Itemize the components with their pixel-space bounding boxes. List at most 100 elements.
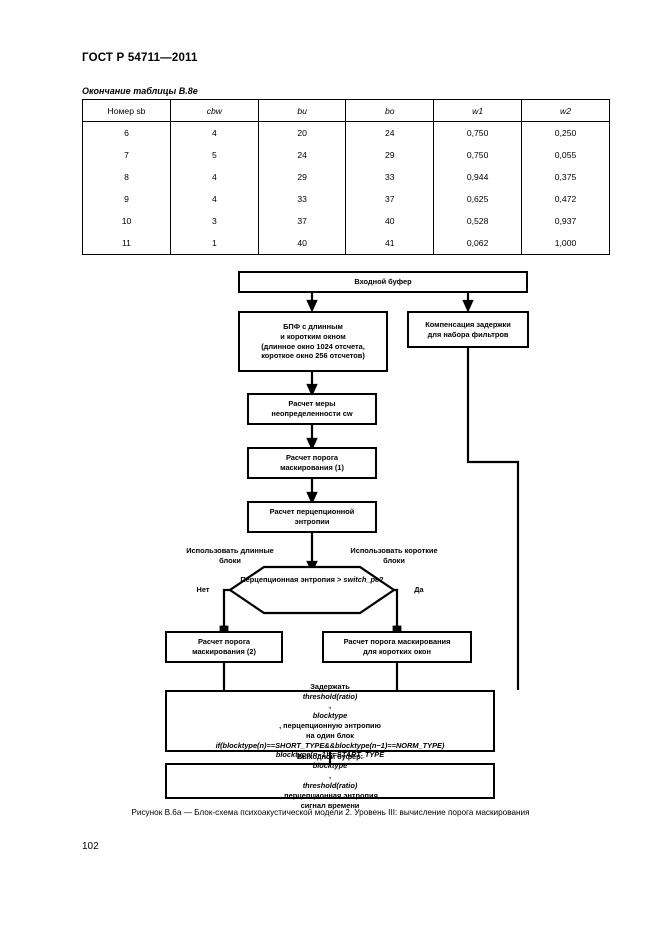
cell-w2: 0,250 xyxy=(521,121,610,144)
label-use-long-blocks: Использовать длинные блоки xyxy=(184,546,276,565)
flow-box-fft: БПФ с длинным и коротким окном (длинное … xyxy=(238,311,388,372)
delay-compensation-line-2: для набора фильтров xyxy=(427,329,509,339)
cell-w1: 0,062 xyxy=(433,232,523,255)
perceptual-entropy-line-2: энтропии xyxy=(294,517,330,526)
cell-w1: 0,750 xyxy=(433,144,523,166)
fft-line-3: (длинное окно 1024 отсчета, xyxy=(261,341,365,351)
cell-bu: 33 xyxy=(257,188,347,210)
table-row: 6 4 20 24 0,750 0,250 xyxy=(82,121,610,144)
cell-sb: 11 xyxy=(82,232,171,255)
cell-cbw: 5 xyxy=(169,144,259,166)
cell-bo: 37 xyxy=(345,188,435,210)
label-branch-no: Нет xyxy=(196,585,210,594)
output-buffer-line-1-e: , перцепционная энтропия, xyxy=(280,790,380,800)
cell-w2: 0,055 xyxy=(521,144,610,166)
values-table: Номер sb cbw bu bo w1 w2 6 4 20 24 0,750… xyxy=(82,99,610,255)
page-number: 102 xyxy=(82,841,99,852)
use-long-blocks-line-1: Использовать xyxy=(186,546,239,555)
output-buffer-line-1-c: , xyxy=(328,771,332,781)
delay-block-line-1-e: , перцепционную энтропию xyxy=(279,721,381,730)
flow-box-perceptual-entropy: Расчет перцепционной энтропии xyxy=(247,501,377,533)
flow-box-masking-threshold-2: Расчет порога маскирования (2) xyxy=(165,631,283,663)
fft-line-4: короткое окно 256 отсчетов) xyxy=(261,351,365,361)
output-buffer-line-2: сигнал времени xyxy=(300,800,360,810)
flow-box-output-buffer: Выходной буфер: blocktype, threshold(rat… xyxy=(165,752,495,810)
decision-variable: switch_pe xyxy=(343,575,380,584)
cell-bu: 29 xyxy=(257,166,347,188)
perceptual-entropy-line-1: Расчет перцепционной xyxy=(269,507,355,517)
flow-box-unpredictability: Расчет меры неопределенности cw xyxy=(247,393,377,425)
cell-w2: 1,000 xyxy=(521,232,610,255)
cell-cbw: 3 xyxy=(169,210,259,232)
decision-diamond-text: Перцепционная энтропия > switch_pe? xyxy=(240,575,384,585)
output-buffer-line-1-a: Выходной буфер: xyxy=(296,751,364,761)
cell-bu: 24 xyxy=(257,144,347,166)
table-row: 8 4 29 33 0,944 0,375 xyxy=(82,166,610,188)
masking-threshold-2-line-2: маскирования (2) xyxy=(192,647,256,656)
decision-line-1: Перцепционная xyxy=(240,575,299,584)
delay-block-threshold-var: threshold(ratio) xyxy=(302,691,358,701)
delay-block-line-2: на один блок xyxy=(306,730,354,740)
output-buffer-threshold-var: threshold(ratio) xyxy=(302,781,358,790)
use-short-blocks-line-2: короткие блоки xyxy=(383,546,438,565)
decision-line-2-prefix: энтропия > xyxy=(300,575,344,584)
unpredictability-line-1: Расчет меры xyxy=(288,399,336,409)
flow-box-masking-threshold-1: Расчет порога маскирования (1) xyxy=(247,447,377,479)
flow-box-delay-compensation: Компенсация задержки для набора фильтров xyxy=(407,311,529,348)
cell-w1: 0,944 xyxy=(433,166,523,188)
table-caption: Окончание таблицы В.8е xyxy=(82,86,198,96)
cell-w2: 0,472 xyxy=(521,188,610,210)
column-header-cbw: cbw xyxy=(169,99,259,122)
decision-line-2: энтропия > switch_pe? xyxy=(300,575,383,584)
use-long-blocks-line-2: длинные блоки xyxy=(219,546,274,565)
cell-bo: 41 xyxy=(345,232,435,255)
unpredictability-line-2: неопределенности cw xyxy=(271,409,353,418)
cell-w2: 0,375 xyxy=(521,166,610,188)
standard-header: ГОСТ Р 54711—2011 xyxy=(82,52,198,64)
cell-w1: 0,528 xyxy=(433,210,523,232)
masking-threshold-1-line-2: маскирования (1) xyxy=(280,463,344,472)
cell-bu: 40 xyxy=(257,232,347,255)
column-header-sb: Номер sb xyxy=(82,99,171,122)
column-header-bo: bo xyxy=(345,99,435,122)
table-header-row: Номер sb cbw bu bo w1 w2 xyxy=(82,99,610,122)
figure-caption: Рисунок В.6а — Блок-схема психоакустичес… xyxy=(131,808,530,817)
delay-block-line-1: Задержать threshold(ratio), blocktype, п… xyxy=(279,682,381,731)
delay-block-line-1-a: Задержать xyxy=(310,681,350,691)
output-buffer-blocktype-var: blocktype xyxy=(312,761,348,771)
cell-sb: 10 xyxy=(82,210,171,232)
masking-short-line-2: для коротких окон xyxy=(363,647,431,656)
cell-bo: 40 xyxy=(345,210,435,232)
column-header-bu: bu xyxy=(257,99,347,122)
cell-cbw: 4 xyxy=(169,166,259,188)
masking-threshold-1-line-1: Расчет порога xyxy=(285,453,339,463)
cell-cbw: 4 xyxy=(169,121,259,144)
flow-box-delay-one-block: Задержать threshold(ratio), blocktype, п… xyxy=(165,682,495,759)
flow-box-masking-short-windows: Расчет порога маскирования для коротких … xyxy=(322,631,472,663)
cell-bo: 29 xyxy=(345,144,435,166)
cell-w1: 0,750 xyxy=(433,121,523,144)
masking-threshold-2-line-1: Расчет порога xyxy=(197,637,251,647)
masking-short-line-1: Расчет порога маскирования xyxy=(343,637,451,647)
delay-compensation-line-1: Компенсация задержки xyxy=(425,319,511,329)
cell-w1: 0,625 xyxy=(433,188,523,210)
cell-cbw: 1 xyxy=(169,232,259,255)
cell-bo: 24 xyxy=(345,121,435,144)
fft-line-2: и коротким окном xyxy=(280,331,346,341)
delay-block-assignment: blocktype(n−1)==START_TYPE xyxy=(275,750,385,760)
table-row: 11 1 40 41 0,062 1,000 xyxy=(82,232,610,255)
cell-w2: 0,937 xyxy=(521,210,610,232)
table-row: 7 5 24 29 0,750 0,055 xyxy=(82,144,610,166)
cell-bo: 33 xyxy=(345,166,435,188)
cell-bu: 37 xyxy=(257,210,347,232)
label-branch-yes: Да xyxy=(414,585,424,594)
column-header-w1: w1 xyxy=(433,99,523,122)
cell-cbw: 4 xyxy=(169,188,259,210)
table-row: 9 4 33 37 0,625 0,472 xyxy=(82,188,610,210)
output-buffer-line-1: Выходной буфер: blocktype, threshold(rat… xyxy=(280,752,380,801)
delay-block-condition: if(blocktype(n)==SHORT_TYPE&&blocktype(n… xyxy=(215,740,445,750)
cell-sb: 6 xyxy=(82,121,171,144)
decision-diamond xyxy=(228,565,396,615)
column-header-w2: w2 xyxy=(521,99,610,122)
label-use-short-blocks: Использовать короткие блоки xyxy=(348,546,440,565)
